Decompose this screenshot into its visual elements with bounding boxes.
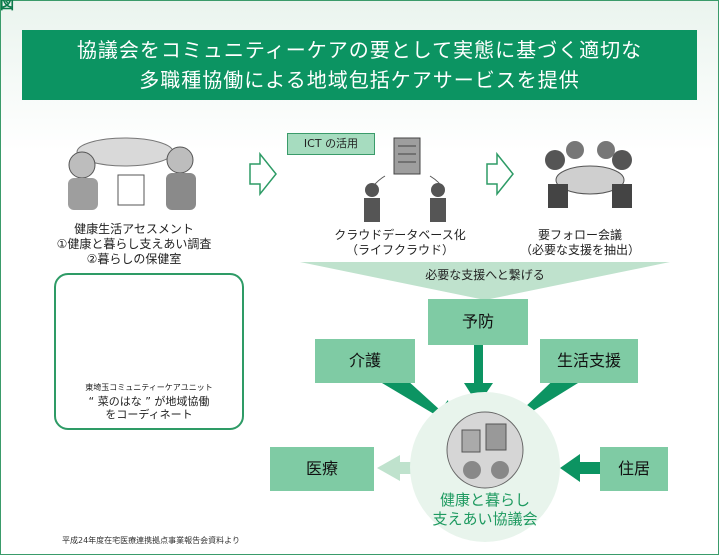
arrow-prevention-shaft — [474, 345, 483, 385]
title-banner: 協議会をコミュニティーケアの要として実態に基づく適切な 多職種協働による地域包括… — [22, 30, 697, 100]
banner-line-1: 協議会をコミュニティーケアの要として実態に基づく適切な — [76, 38, 643, 62]
followup-caption: 要フォロー会議 （必要な支援を抽出） — [510, 228, 650, 258]
town-illustration — [446, 411, 524, 489]
connect-funnel — [300, 262, 670, 300]
council-label: 健康と暮らし 支えあい協議会 — [410, 491, 560, 529]
cloud-line-2: （ライフクラウド） — [345, 243, 454, 257]
arrow-medical-to-council — [377, 455, 420, 481]
source-note: 平成24年度在宅医療連携拠点事業報告会資料より — [62, 536, 241, 545]
cloud-line-1: クラウドデータベース化 — [334, 228, 466, 242]
council-line-2: 支えあい協議会 — [432, 510, 538, 528]
unit-line-2: をコーディネート — [105, 408, 193, 421]
arrow-housing-to-council — [560, 454, 600, 482]
figure-label: 図 — [0, 0, 14, 13]
assessment-item-1: ①健康と暮らし支えあい調査 — [56, 237, 212, 251]
assessment-title: 健康生活アセスメント — [74, 222, 194, 236]
assessment-caption: 健康生活アセスメント ①健康と暮らし支えあい調査 ②暮らしの保健室 — [54, 222, 214, 267]
flow-arrow-1 — [249, 151, 277, 197]
housing-box: 住居 — [600, 447, 668, 491]
cloud-database-illustration — [364, 137, 446, 222]
nanohana-unit-box — [54, 273, 244, 430]
cloud-caption: クラウドデータベース化 （ライフクラウド） — [330, 228, 470, 258]
life-support-box: 生活支援 — [540, 339, 638, 383]
flow-arrow-2 — [486, 151, 514, 197]
meeting-illustration — [545, 141, 632, 208]
care-box: 介護 — [315, 339, 415, 383]
followup-line-2: （必要な支援を抽出） — [519, 243, 640, 257]
council-line-1: 健康と暮らし — [439, 491, 530, 509]
assessment-illustration — [68, 137, 196, 210]
unit-name: 東埼玉コミュニティーケアユニット — [85, 383, 213, 392]
connect-label: 必要な支援へと繋げる — [425, 268, 545, 282]
unit-description: “ 菜のはな ” が地域協働 をコーディネート — [54, 395, 244, 421]
unit-line-1: “ 菜のはな ” が地域協働 — [88, 395, 210, 408]
followup-line-1: 要フォロー会議 — [537, 228, 622, 242]
prevention-box: 予防 — [428, 299, 528, 345]
banner-line-2: 多職種協働による地域包括ケアサービスを提供 — [139, 68, 580, 92]
assessment-item-2: ②暮らしの保健室 — [86, 252, 182, 266]
medical-box: 医療 — [270, 447, 374, 491]
ict-tag: ICT の活用 — [287, 133, 375, 155]
